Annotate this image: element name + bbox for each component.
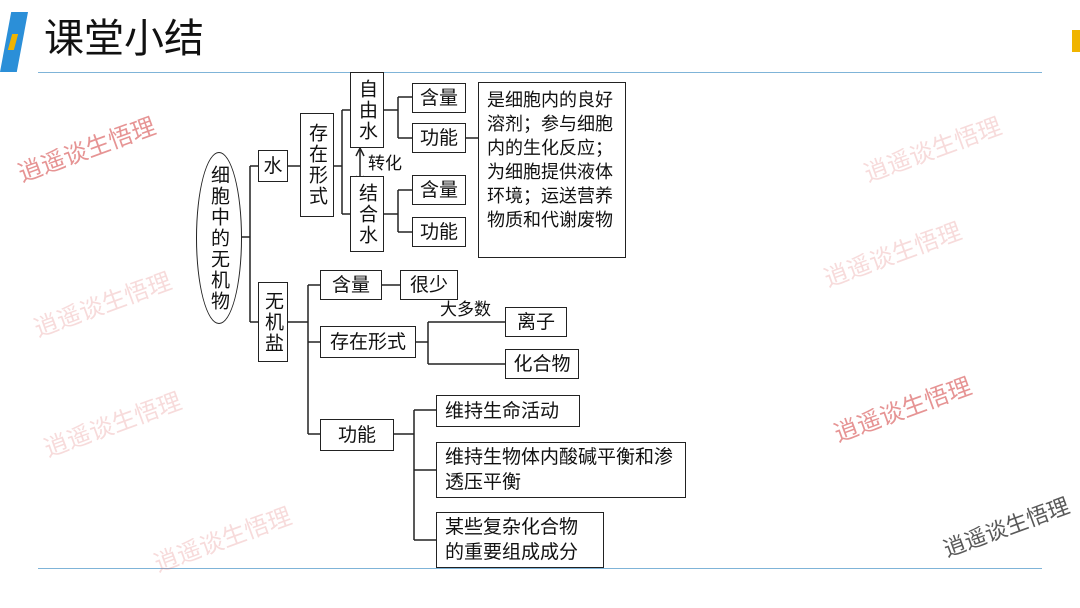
salt-content-value: 很少 xyxy=(400,270,458,300)
salt-node: 无机盐 xyxy=(258,282,288,362)
bound-water-content: 含量 xyxy=(412,175,466,205)
bottom-divider xyxy=(38,568,1042,569)
free-water-function: 功能 xyxy=(412,123,466,153)
root-node: 细胞中的无机物 xyxy=(196,152,242,324)
top-divider xyxy=(38,72,1042,73)
salt-content: 含量 xyxy=(320,270,382,300)
free-water-node: 自由水 xyxy=(350,72,384,148)
compound-node: 化合物 xyxy=(505,349,579,379)
conversion-label: 转化 xyxy=(368,154,402,174)
bound-water-function: 功能 xyxy=(412,217,466,247)
salt-function-3: 某些复杂化合物的重要组成成分 xyxy=(436,512,604,568)
water-forms-node: 存在形式 xyxy=(300,113,334,217)
salt-function-2: 维持生物体内酸碱平衡和渗透压平衡 xyxy=(436,442,686,498)
bound-water-node: 结合水 xyxy=(350,176,384,252)
free-water-content: 含量 xyxy=(412,83,466,113)
header-accent-right xyxy=(1072,30,1080,52)
page-title: 课堂小结 xyxy=(44,16,204,62)
salt-function-node: 功能 xyxy=(320,419,394,451)
salt-function-1: 维持生命活动 xyxy=(436,395,580,427)
water-node: 水 xyxy=(258,150,288,182)
majority-label: 大多数 xyxy=(440,300,491,320)
ion-node: 离子 xyxy=(505,307,567,337)
salt-forms-node: 存在形式 xyxy=(320,326,416,358)
free-water-function-desc: 是细胞内的良好溶剂；参与细胞内的生化反应；为细胞提供液体环境；运送营养物质和代谢… xyxy=(478,82,626,258)
